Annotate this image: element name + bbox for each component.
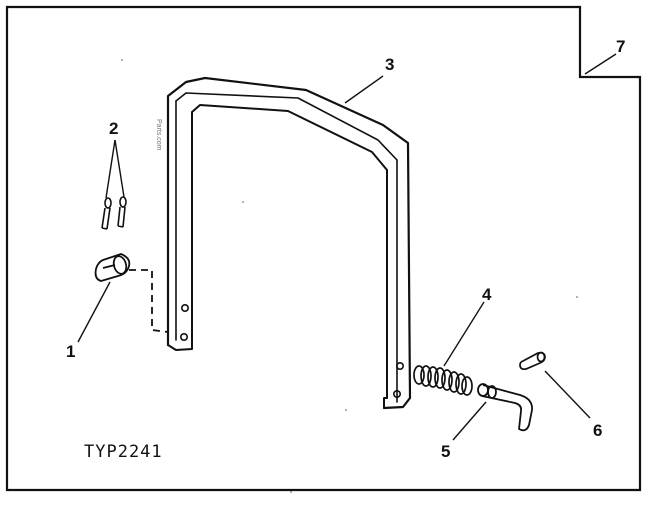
leader-2b xyxy=(114,139,125,198)
diagram-frame xyxy=(5,5,642,492)
leader-5 xyxy=(452,401,487,441)
leader-7 xyxy=(584,53,617,75)
cotter-pins-part-2 xyxy=(101,196,127,230)
bracket-hole xyxy=(181,303,190,312)
figure-code: TYP2241 xyxy=(84,442,163,462)
callout-5: 5 xyxy=(441,442,451,461)
leader-4 xyxy=(443,301,485,367)
pin-part-1 xyxy=(94,253,131,282)
roll-pin-part-6 xyxy=(519,351,546,371)
spring-part-4 xyxy=(413,365,473,396)
leader-1 xyxy=(77,281,111,343)
leader-2a xyxy=(105,139,116,199)
assembly-dashed-line xyxy=(129,269,169,333)
bracket-hole xyxy=(392,389,401,398)
watermark-text: Parts.com xyxy=(155,119,162,151)
callout-3: 3 xyxy=(385,55,395,74)
callout-7: 7 xyxy=(616,37,626,56)
callout-2: 2 xyxy=(109,119,119,138)
bracket-hole xyxy=(395,361,404,370)
callout-4: 4 xyxy=(482,285,492,304)
leader-6 xyxy=(544,370,591,419)
bracket-hole xyxy=(180,332,189,341)
callout-6: 6 xyxy=(593,421,603,440)
callout-1: 1 xyxy=(66,342,76,361)
scan-specks xyxy=(121,59,578,493)
latch-pin-part-5 xyxy=(477,383,533,432)
leader-lines xyxy=(77,53,617,441)
bracket-part-3 xyxy=(166,76,412,410)
leader-3 xyxy=(344,75,384,104)
